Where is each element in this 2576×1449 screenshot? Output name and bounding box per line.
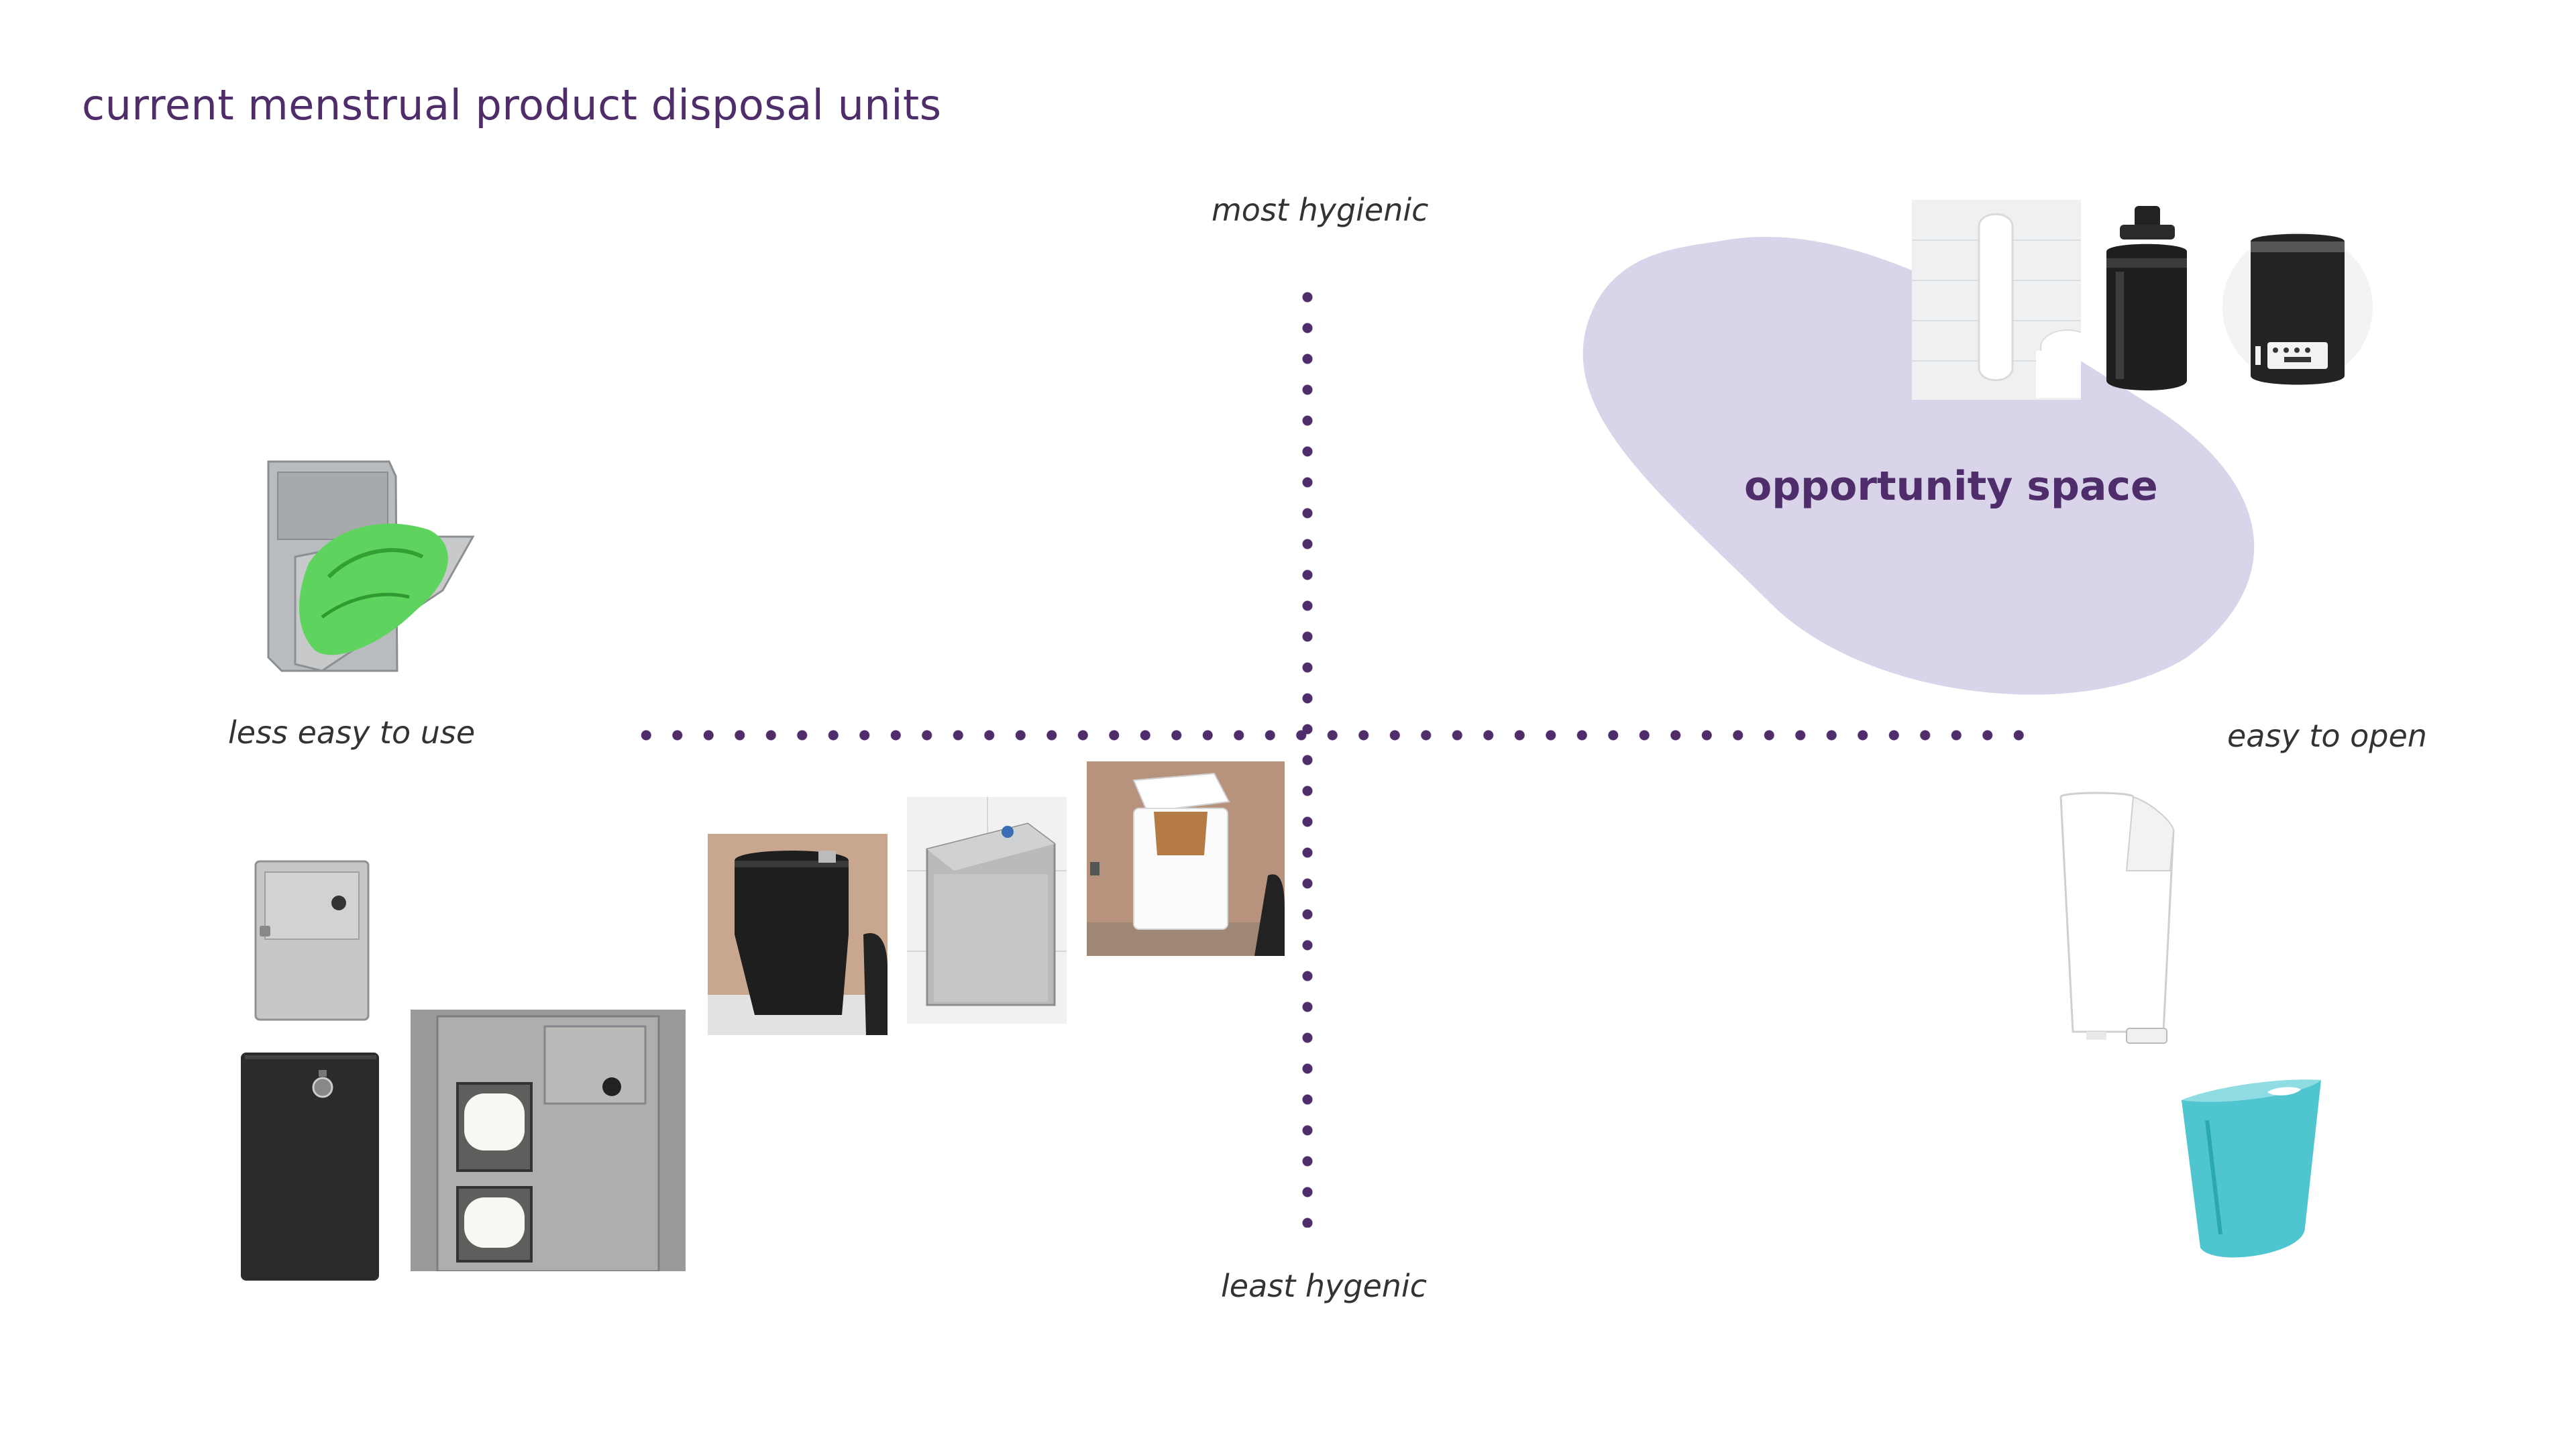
white-pedal-bin-image xyxy=(2059,792,2175,1044)
horizontal-axis-dotted-line xyxy=(631,730,2026,741)
recessed-tissue-panel-image xyxy=(411,1010,686,1271)
small-stainless-receptacle-image xyxy=(254,860,370,1021)
vertical-axis-dotted-line xyxy=(1302,282,1313,1228)
axis-label-right: easy to open xyxy=(2227,718,2427,754)
black-wall-receptacle-image xyxy=(241,1053,379,1281)
axis-label-top: most hygienic xyxy=(1212,192,1429,228)
opportunity-space-label: opportunity space xyxy=(1744,463,2158,510)
axis-label-left: less easy to use xyxy=(228,714,476,751)
stainless-sloped-lid-bin-image xyxy=(907,797,1067,1024)
opportunity-space-blob xyxy=(1582,237,2255,695)
page-title: current menstrual product disposal units xyxy=(82,80,942,129)
white-pod-dispenser-image xyxy=(1912,200,2081,400)
tilt-bin-product-image xyxy=(267,460,475,672)
teal-waste-basket-image xyxy=(2182,1079,2321,1258)
black-plastic-wall-bin-image xyxy=(708,834,888,1035)
axis-label-bottom: least hygenic xyxy=(1221,1268,1427,1304)
black-sensor-unit-image xyxy=(2222,232,2373,385)
black-push-top-canister-image xyxy=(2106,206,2187,390)
white-bin-paper-liner-image xyxy=(1087,761,1285,956)
